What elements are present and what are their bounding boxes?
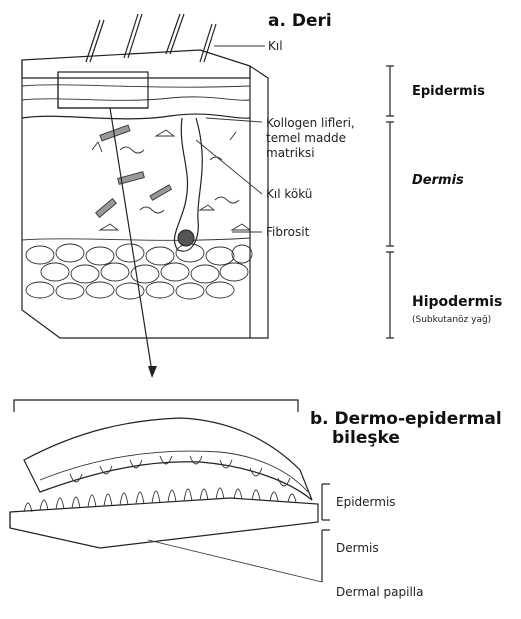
label-collagen-2: temel madde xyxy=(266,131,346,145)
label-hair-root: Kıl kökü xyxy=(266,187,312,201)
layer-epidermis: Epidermis xyxy=(412,84,485,99)
layer-dermis: Dermis xyxy=(412,173,464,188)
label-junction-dermis: Dermis xyxy=(336,541,379,555)
junction-block xyxy=(10,400,318,548)
layer-brackets xyxy=(386,66,394,338)
label-junction-epidermis: Epidermis xyxy=(336,495,396,509)
collagen-fibers xyxy=(92,125,239,217)
label-dermal-papilla: Dermal papilla xyxy=(336,585,423,599)
panel-b-title-1: b. Dermo-epidermal xyxy=(310,409,502,429)
label-collagen-3: matriksi xyxy=(266,146,315,160)
label-fibrocyte: Fibrosit xyxy=(266,225,310,239)
layer-hypodermis-note: (Subkutanöz yağ) xyxy=(412,315,491,325)
panel-a-title: a. Deri xyxy=(268,11,332,31)
layer-hypodermis: Hipodermis xyxy=(412,294,502,310)
skin-block xyxy=(22,14,268,338)
panel-b-title-2: bileşke xyxy=(332,428,400,448)
label-collagen-1: Kollogen lifleri, xyxy=(266,116,355,130)
label-hair: Kıl xyxy=(268,39,283,53)
